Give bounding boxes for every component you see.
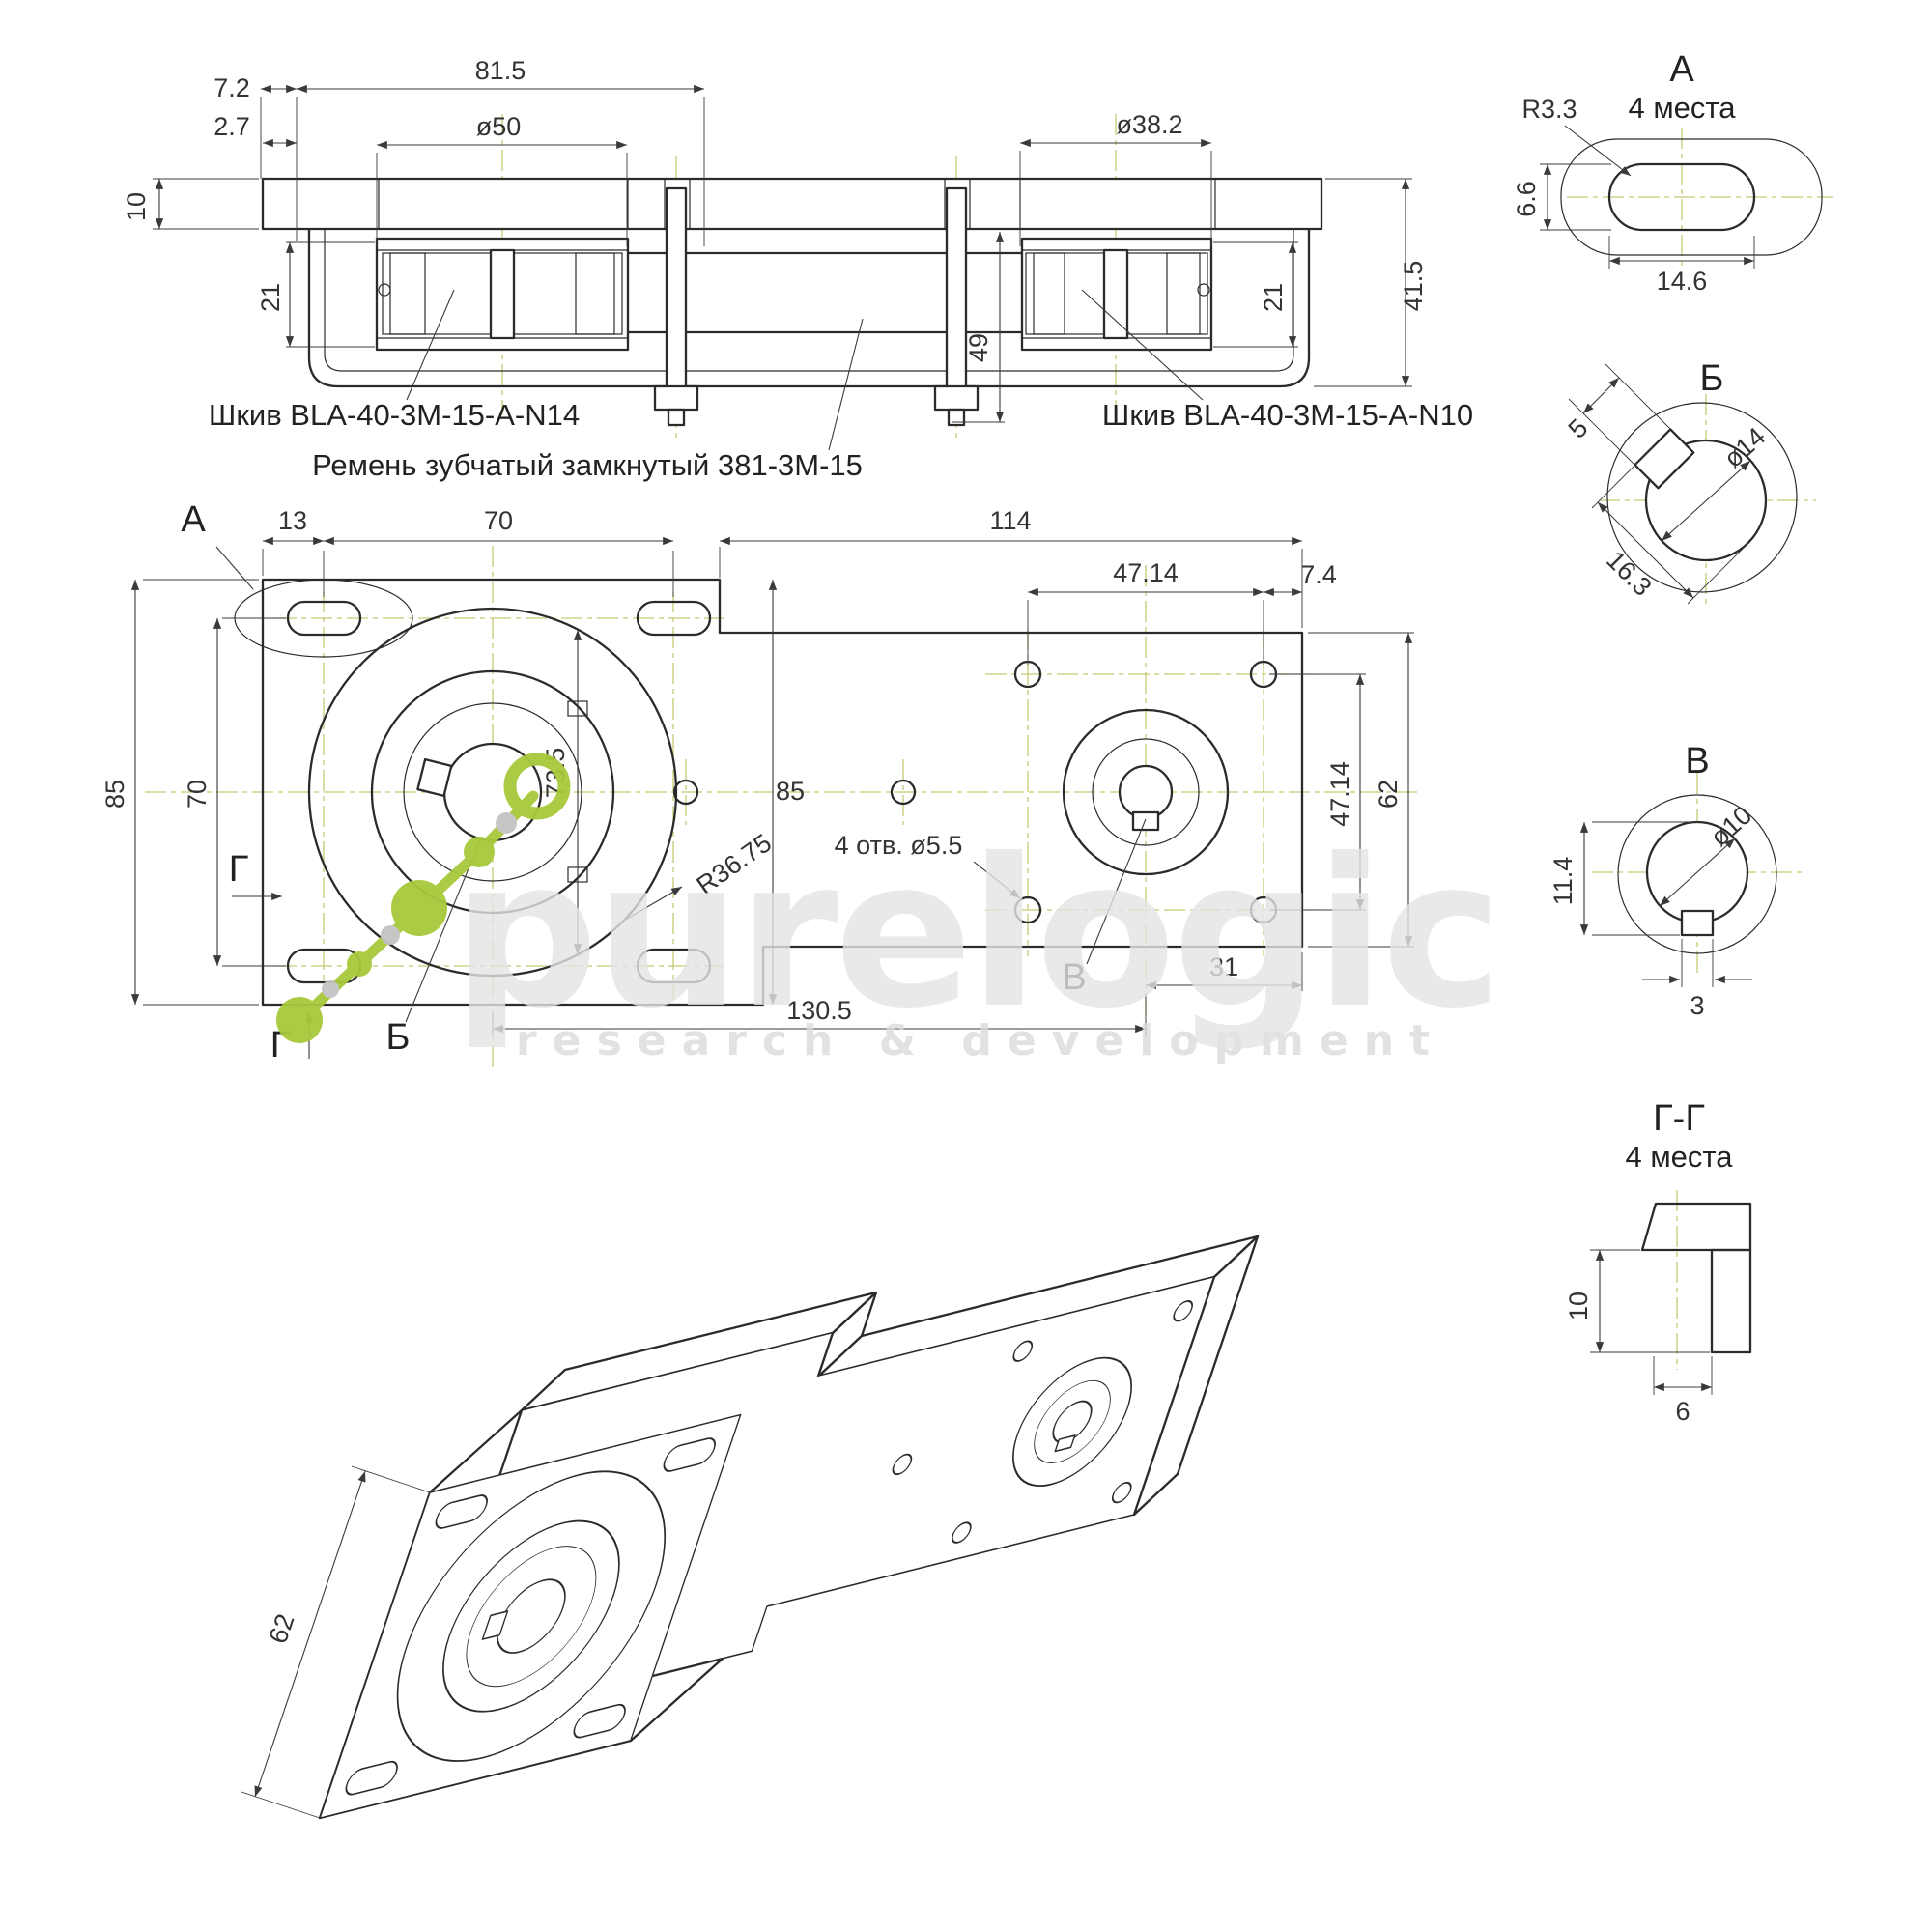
dim-mid-height: 85	[776, 777, 805, 806]
hole-center	[672, 779, 699, 806]
watermark-tagline: research & development	[516, 1016, 1445, 1065]
pulley-right	[1020, 237, 1213, 352]
logo-dot-gray	[496, 812, 517, 834]
dim-belt-width-right: 21	[1259, 283, 1288, 312]
detail-a-slot	[1607, 162, 1756, 232]
dim-right-height: 62	[1374, 780, 1403, 809]
marker-b: Б	[386, 1017, 411, 1058]
detail-b-key-width: 5	[1563, 413, 1594, 444]
logo-dot	[347, 951, 372, 977]
hole-5-5	[1013, 895, 1042, 924]
housing-inner	[324, 229, 1294, 372]
dim-hole-span-v: 47.14	[1325, 761, 1354, 827]
detail-v: В 11.4 ø10 3	[1548, 741, 1804, 1020]
detail-a-width: 14.6	[1657, 267, 1708, 296]
detail-g-depth: 10	[1564, 1292, 1593, 1320]
marker-a: А	[181, 499, 206, 540]
slot	[636, 948, 712, 984]
dim-offset-edge: 2.7	[213, 112, 250, 141]
logo-dot	[391, 880, 447, 936]
section-view: 7.2 81.5 2.7 ø50 ø38.2 10 21 21	[122, 56, 1473, 482]
dim-stud-length: 49	[964, 333, 993, 362]
logo-dot	[276, 997, 323, 1043]
housing-outer	[307, 227, 1311, 388]
slot	[286, 600, 362, 637]
detail-a-radius: R3.3	[1521, 95, 1577, 124]
section-dimensions: 7.2 81.5 2.7 ø50 ø38.2 10 21 21	[122, 56, 1428, 423]
dim-centers-span: 130.5	[786, 996, 852, 1025]
dim-center-to-edge: 31	[1209, 952, 1238, 981]
front-markers: А Б В Г Г	[181, 499, 1147, 1065]
keyway	[416, 757, 453, 798]
dim-hole-to-edge: 7.4	[1300, 560, 1337, 589]
section-callouts: Шкив BLA-40-3M-15-A-N14 Шкив BLA-40-3M-1…	[209, 289, 1473, 482]
detail-a-height: 6.6	[1512, 181, 1541, 217]
detail-a: А 4 места R3.3 6.6 14.6	[1512, 49, 1833, 296]
detail-g-wall-section	[1710, 1248, 1752, 1354]
callout-belt: Ремень зубчатый замкнутый 381-3М-15	[312, 448, 863, 482]
dim-edge-to-slot: 13	[278, 506, 307, 535]
detail-b-title: Б	[1700, 358, 1724, 399]
callout-pulley-left: Шкив BLA-40-3M-15-A-N14	[209, 398, 580, 432]
hole-center	[890, 779, 917, 806]
marker-v: В	[1062, 957, 1086, 998]
dim-iso-flange-width: 62	[263, 1610, 299, 1647]
detail-a-boundary	[1560, 138, 1823, 256]
dim-slot-span-v: 70	[183, 780, 212, 809]
dim-hole-span-h: 47.14	[1113, 558, 1179, 587]
detail-v-key-depth: 11.4	[1548, 857, 1577, 906]
dim-plate-thickness: 10	[122, 192, 151, 221]
pulley-left	[375, 237, 630, 352]
dim-slot-span-h: 70	[484, 506, 513, 535]
marker-g-left: Г	[229, 849, 249, 890]
dim-span-top: 81.5	[475, 56, 526, 85]
detail-g-flange-section	[1640, 1202, 1752, 1252]
bearing-boss	[1062, 708, 1230, 876]
keyway	[1131, 810, 1160, 832]
isometric-view: 62	[241, 1235, 1260, 1820]
stud-left	[653, 186, 699, 427]
detail-b: Б ø14 5 16.3	[1563, 358, 1816, 607]
logo-dot-gray	[381, 925, 400, 945]
detail-a-title: А	[1669, 49, 1694, 90]
mounting-plate	[261, 177, 1323, 231]
dim-pulley-left-dia: ø50	[476, 112, 522, 141]
dim-pulley-right-dia: ø38.2	[1116, 110, 1182, 139]
plate-outline	[261, 578, 1304, 1007]
dim-flange-height: 85	[100, 780, 129, 809]
detail-v-boundary	[1617, 794, 1777, 954]
detail-v-keyway	[1680, 909, 1715, 937]
watermark: purelogic research & development	[452, 814, 1502, 1065]
dim-right-span: 114	[989, 506, 1031, 535]
stud-right	[933, 186, 980, 427]
detail-v-key-width: 3	[1690, 991, 1704, 1020]
dim-holes-note: 4 отв. ø5.5	[835, 831, 963, 860]
bore-10	[1118, 764, 1174, 820]
detail-a-note: 4 места	[1629, 91, 1737, 125]
detail-b-boundary	[1606, 402, 1798, 593]
detail-g-title: Г-Г	[1653, 1098, 1705, 1139]
dim-overall-height: 41.5	[1399, 261, 1428, 312]
logo-dot	[464, 837, 495, 867]
slot	[636, 600, 712, 637]
iso-flange-face	[319, 1413, 742, 1820]
logo-ring	[503, 753, 571, 820]
dim-offset-top: 7.2	[213, 73, 250, 102]
dim-belt-width-left: 21	[256, 283, 285, 312]
callout-pulley-right: Шкив BLA-40-3M-15-A-N10	[1102, 398, 1473, 432]
detail-g: Г-Г 4 места 10 6	[1564, 1098, 1752, 1426]
detail-g-width: 6	[1675, 1397, 1690, 1426]
logo-dot-gray	[322, 980, 339, 998]
watermark-brand: purelogic	[452, 814, 1498, 1053]
detail-g-note: 4 места	[1626, 1140, 1734, 1174]
watermark-logo	[276, 753, 571, 1043]
